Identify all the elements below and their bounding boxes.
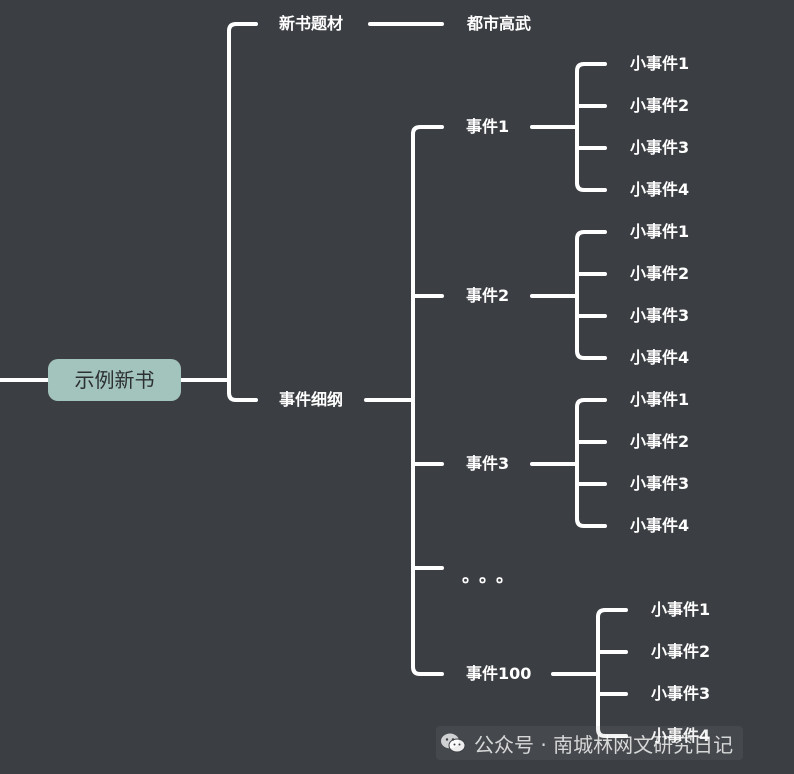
node-sub-event[interactable]: 小事件4	[630, 516, 690, 535]
node-sub-event[interactable]: 小事件2	[630, 96, 690, 115]
node-sub-event[interactable]: 小事件4	[630, 348, 690, 367]
node-genre-value[interactable]: 都市高武	[467, 14, 532, 33]
node-event-100[interactable]: 事件100	[466, 664, 532, 683]
node-event-1[interactable]: 事件1	[466, 117, 510, 136]
node-sub-event[interactable]: 小事件2	[651, 642, 711, 661]
node-sub-event[interactable]: 小事件2	[630, 264, 690, 283]
node-sub-event[interactable]: 小事件3	[630, 306, 690, 325]
node-sub-event[interactable]: 小事件3	[630, 474, 690, 493]
root-node[interactable]: 示例新书	[48, 359, 181, 401]
node-sub-event[interactable]: 小事件1	[630, 54, 690, 73]
node-sub-event[interactable]: 小事件3	[630, 138, 690, 157]
node-sub-event[interactable]: 小事件1	[630, 222, 690, 241]
node-sub-event[interactable]: 小事件3	[651, 684, 711, 703]
node-genre[interactable]: 新书题材	[279, 14, 344, 33]
watermark-text: 公众号 · 南城林网文研究日记	[474, 732, 734, 757]
node-event-3[interactable]: 事件3	[466, 454, 510, 473]
ellipsis-node: 。。。	[462, 566, 522, 587]
watermark: 公众号 · 南城林网文研究日记	[436, 726, 744, 760]
node-sub-event[interactable]: 小事件2	[630, 432, 690, 451]
bracket-event3	[575, 398, 607, 528]
bracket-event1	[575, 62, 607, 192]
bracket-event2	[575, 230, 607, 360]
node-sub-event[interactable]: 小事件4	[651, 726, 711, 745]
bracket-events	[411, 125, 444, 676]
node-sub-event[interactable]: 小事件1	[651, 600, 711, 619]
node-events[interactable]: 事件细纲	[279, 390, 344, 409]
node-event-2[interactable]: 事件2	[466, 286, 510, 305]
bracket-event100	[596, 608, 628, 738]
wechat-icon	[441, 733, 466, 753]
node-sub-event[interactable]: 小事件1	[630, 390, 690, 409]
node-sub-event[interactable]: 小事件4	[630, 180, 690, 199]
bracket-level1	[227, 22, 258, 402]
